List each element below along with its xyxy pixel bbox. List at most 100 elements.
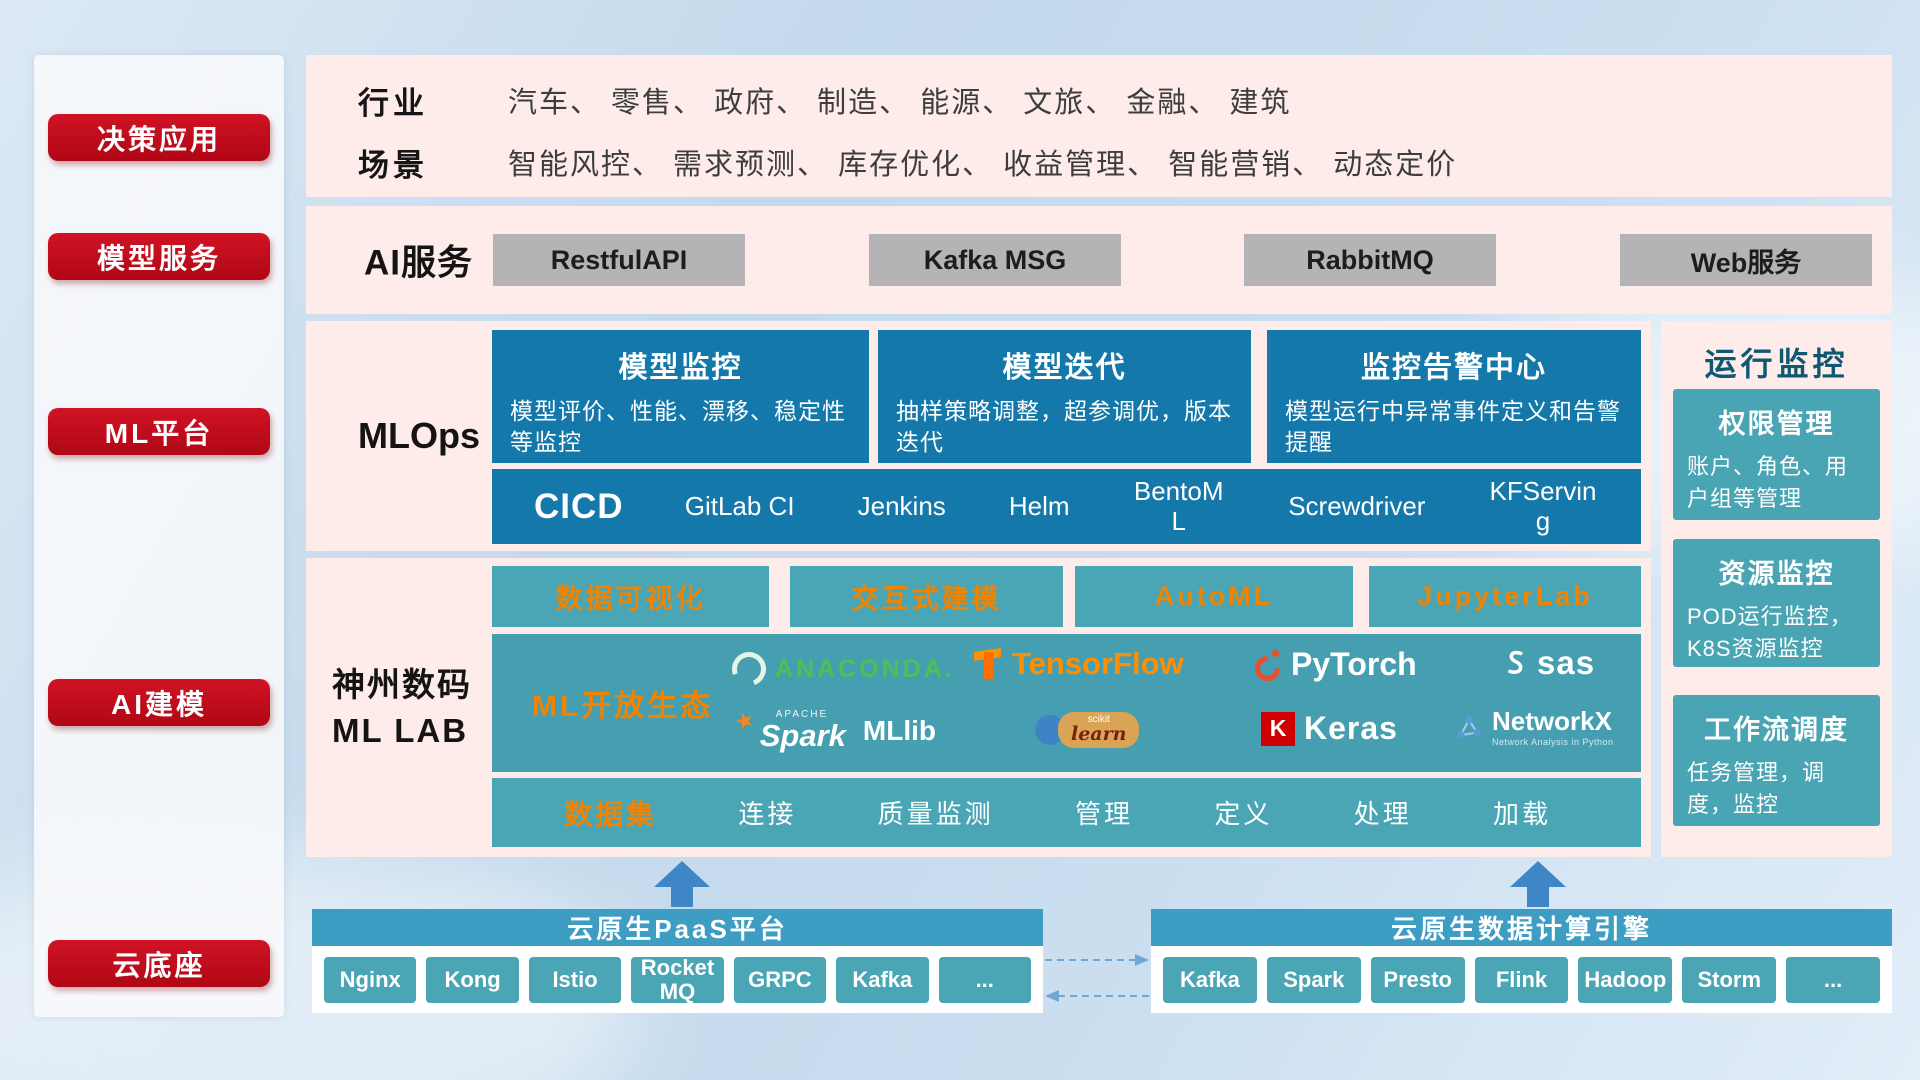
- spark-wordmark: Spark: [759, 718, 846, 753]
- industry-row: 行业 汽车、 零售、 政府、 制造、 能源、 文旅、 金融、 建筑: [358, 77, 1862, 123]
- ai-service-panel: AI服务 RestfulAPI Kafka MSG RabbitMQ Web服务: [306, 206, 1892, 314]
- node-connect: 连接: [738, 799, 797, 829]
- scene-list: 智能风控、 需求预测、 库存优化、 收益管理、 智能营销、 动态定价: [508, 149, 1458, 181]
- industry-list: 汽车、 零售、 政府、 制造、 能源、 文旅、 金融、 建筑: [508, 87, 1292, 119]
- node-jenkins: Jenkins: [857, 490, 946, 521]
- card-desc: 模型运行中异常事件定义和告警提醒: [1285, 398, 1621, 456]
- logo-networkx: NetworkX Network Analysis in Python: [1455, 708, 1614, 747]
- logo-pytorch: PyTorch: [1249, 646, 1417, 686]
- ai-service-label: AI服务: [364, 243, 474, 283]
- spark-apache-text: APACHE: [775, 709, 829, 720]
- networkx-graph-icon: [1457, 715, 1481, 739]
- node-spark: Spark: [1266, 956, 1361, 1003]
- layer-label-decision-apps: 决策应用: [48, 114, 270, 161]
- scikit-blob-icon: scikit learn: [1058, 712, 1140, 748]
- cicd-label: CICD: [534, 486, 624, 526]
- node-manage: 管理: [1074, 799, 1133, 829]
- ml-ecosystem-box: ML开放生态 ANACONDA. TensorFlow PyTorch sas: [492, 634, 1641, 772]
- node-more: ...: [1786, 956, 1881, 1003]
- paas-title-bar: 云原生PaaS平台: [312, 909, 1043, 946]
- mlops-label: MLOps: [358, 415, 480, 456]
- node-kafka: Kafka: [836, 956, 929, 1003]
- node-load: 加载: [1492, 799, 1551, 829]
- node-screwdriver: Screwdriver: [1288, 490, 1426, 521]
- runtime-monitoring-panel: 运行监控 权限管理 账户、角色、用户组等管理 资源监控 POD运行监控，K8S资…: [1661, 321, 1892, 857]
- node-jupyterlab: JupyterLab: [1369, 566, 1641, 627]
- logo-sas: sas: [1504, 644, 1595, 682]
- node-storm: Storm: [1682, 956, 1777, 1003]
- dataset-bar: 数据集 连接 质量监测 管理 定义 处理 加载: [492, 778, 1641, 847]
- node-restful-api: RestfulAPI: [493, 234, 745, 286]
- card-title: 模型监控: [618, 352, 743, 384]
- node-kafka: Kafka: [1163, 956, 1257, 1003]
- layer-label-model-service: 模型服务: [48, 233, 270, 280]
- pytorch-icon: [1249, 649, 1286, 686]
- layer-label-ai-modeling: AI建模: [48, 679, 270, 726]
- node-hadoop: Hadoop: [1578, 956, 1673, 1003]
- card-model-monitoring: 模型监控 模型评价、性能、漂移、稳定性等监控: [492, 330, 869, 463]
- networkx-subtitle: Network Analysis in Python: [1492, 737, 1614, 747]
- dataset-label: 数据集: [564, 798, 658, 830]
- node-nginx: Nginx: [324, 956, 417, 1003]
- industry-label: 行业: [358, 85, 428, 121]
- card-title: 权限管理: [1718, 409, 1835, 439]
- anaconda-wordmark: ANACONDA.: [775, 654, 955, 683]
- node-presto: Presto: [1370, 956, 1465, 1003]
- node-automl: AutoML: [1075, 566, 1353, 627]
- paas-components: Nginx Kong Istio RocketMQ GRPC Kafka ...: [312, 946, 1043, 1013]
- networkx-wordmark: NetworkX: [1492, 706, 1612, 736]
- sas-swirl-icon: [1508, 650, 1523, 674]
- card-permission-management: 权限管理 账户、角色、用户组等管理: [1673, 389, 1880, 520]
- card-desc: 任务管理，调度，监控: [1687, 760, 1826, 817]
- node-quality-check: 质量监测: [877, 799, 994, 829]
- card-desc: 抽样策略调整，超参调优，版本迭代: [896, 398, 1232, 456]
- layer-label-ml-platform: ML平台: [48, 408, 270, 455]
- card-resource-monitoring: 资源监控 POD运行监控，K8S资源监控: [1673, 539, 1880, 667]
- card-desc: 模型评价、性能、漂移、稳定性等监控: [510, 398, 846, 456]
- node-rocketmq: RocketMQ: [631, 956, 724, 1003]
- logo-spark-mllib: ★ APACHE Spark MLlib: [731, 705, 936, 753]
- node-bentoml: BentoML: [1133, 475, 1224, 536]
- card-model-iteration: 模型迭代 抽样策略调整，超参调优，版本迭代: [878, 330, 1251, 463]
- scene-row: 场景 智能风控、 需求预测、 库存优化、 收益管理、 智能营销、 动态定价: [358, 139, 1862, 185]
- node-kfserving: KFServing: [1489, 475, 1597, 536]
- card-workflow-scheduling: 工作流调度 任务管理，调度，监控: [1673, 695, 1880, 826]
- card-desc: POD运行监控，K8S资源监控: [1687, 604, 1853, 661]
- node-istio: Istio: [528, 956, 622, 1003]
- sas-wordmark: sas: [1537, 644, 1596, 681]
- cicd-bar: CICD GitLab CI Jenkins Helm BentoML Scre…: [492, 469, 1641, 544]
- node-flink: Flink: [1474, 956, 1569, 1003]
- card-title: 模型迭代: [1002, 352, 1127, 384]
- card-alert-center: 监控告警中心 模型运行中异常事件定义和告警提醒: [1267, 330, 1641, 463]
- mllab-label-line2: ML LAB: [332, 711, 469, 749]
- business-panel: 行业 汽车、 零售、 政府、 制造、 能源、 文旅、 金融、 建筑 场景 智能风…: [306, 55, 1892, 197]
- node-rabbitmq: RabbitMQ: [1244, 234, 1496, 286]
- card-title: 资源监控: [1718, 559, 1835, 589]
- node-process: 处理: [1353, 799, 1412, 829]
- up-arrow: [1510, 861, 1566, 907]
- mllab-label: 神州数码 ML LAB: [332, 662, 472, 754]
- up-arrow: [654, 861, 710, 907]
- card-title: 监控告警中心: [1360, 352, 1547, 384]
- layer-label-cloud-base: 云底座: [48, 940, 270, 987]
- scikit-wordmark: learn: [1071, 723, 1127, 745]
- node-define: 定义: [1214, 799, 1273, 829]
- node-data-visualization: 数据可视化: [492, 566, 769, 627]
- spark-star-icon: ★: [731, 705, 758, 735]
- layer-sidebar: 决策应用 模型服务 ML平台 AI建模 云底座: [34, 55, 284, 1017]
- node-interactive-modeling: 交互式建模: [790, 566, 1063, 627]
- scene-label: 场景: [358, 147, 428, 183]
- node-helm: Helm: [1008, 490, 1070, 521]
- card-title: 工作流调度: [1704, 715, 1849, 745]
- scikit-top-text: scikit: [1087, 714, 1110, 725]
- anaconda-icon: [726, 646, 772, 692]
- node-kafka-msg: Kafka MSG: [869, 234, 1121, 286]
- card-desc: 账户、角色、用户组等管理: [1687, 454, 1849, 511]
- dashed-connection-arrows: [1045, 954, 1149, 1002]
- logo-tensorflow: TensorFlow: [973, 646, 1184, 682]
- mllib-wordmark: MLlib: [862, 714, 936, 746]
- node-kong: Kong: [426, 956, 519, 1003]
- node-grpc: GRPC: [733, 956, 827, 1003]
- mlops-panel: MLOps 模型监控 模型评价、性能、漂移、稳定性等监控 模型迭代 抽样策略调整…: [306, 321, 1651, 551]
